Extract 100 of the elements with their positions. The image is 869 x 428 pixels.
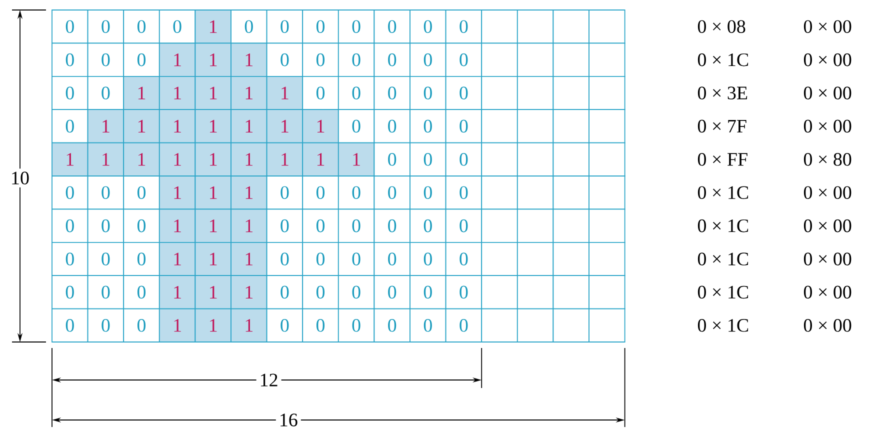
hex-code: 0 × 00 (804, 53, 852, 66)
grid-cell: 0 (338, 109, 375, 144)
grid-cell: 0 (302, 308, 339, 342)
hex-code: 0 × 00 (804, 252, 852, 266)
grid-cell: 1 (230, 242, 268, 276)
grid-cell: 1 (194, 76, 232, 110)
grid-cell: 0 (410, 275, 446, 310)
grid-cell: 1 (194, 308, 232, 342)
grid-cell: 1 (194, 176, 232, 210)
grid-cell: 0 (266, 42, 304, 77)
grid-cell: 0 (338, 208, 375, 243)
grid-cell: 0 (87, 275, 124, 310)
grid-cell: 0 (410, 176, 446, 210)
grid-cell: 1 (194, 242, 232, 276)
dimension-label: 10 (8, 168, 32, 188)
grid-cell: 0 (445, 208, 482, 243)
grid-cell: 0 (445, 10, 482, 44)
grid-cell: 1 (123, 76, 160, 110)
grid-cell: 0 (302, 76, 339, 110)
grid-cell: 0 (374, 10, 410, 44)
grid-cell: 1 (230, 109, 268, 144)
grid-cell: 0 (87, 308, 124, 342)
grid-cell: 0 (230, 10, 268, 44)
grid-cell: 0 (445, 142, 482, 176)
grid-cell: 1 (230, 176, 268, 210)
grid-cell: 0 (374, 142, 410, 176)
grid-cell: 0 (445, 242, 482, 276)
grid-cell: 0 (374, 42, 410, 77)
grid-cell: 1 (158, 242, 196, 276)
grid-cell: 0 (445, 275, 482, 310)
grid-cell: 0 (374, 242, 410, 276)
grid-cell: 0 (87, 242, 124, 276)
grid-cell: 0 (445, 42, 482, 77)
grid-cell: 0 (123, 208, 160, 243)
grid-cell: 1 (194, 142, 232, 176)
grid-cell: 0 (410, 142, 446, 176)
hex-code: 0 × 00 (804, 319, 852, 332)
hex-code: 0 × 1C (698, 219, 748, 232)
grid-cell: 1 (123, 142, 160, 176)
grid-cell: 1 (194, 109, 232, 144)
grid-cell: 0 (374, 109, 410, 144)
grid-cell: 0 (266, 10, 304, 44)
grid-cell: 0 (52, 242, 88, 276)
grid-cell: 0 (410, 42, 446, 77)
grid-cell: 1 (158, 142, 196, 176)
grid-cell: 1 (230, 308, 268, 342)
grid-cell: 1 (338, 142, 375, 176)
grid-cell: 1 (194, 275, 232, 310)
grid-cell: 0 (338, 308, 375, 342)
grid-cell: 0 (123, 10, 160, 44)
grid-cell: 1 (158, 176, 196, 210)
grid-cell: 0 (374, 308, 410, 342)
grid-cell: 1 (158, 275, 196, 310)
grid-cell: 0 (87, 208, 124, 243)
grid-cell: 0 (445, 76, 482, 110)
hex-code: 0 × 80 (804, 153, 852, 166)
grid-cell: 0 (302, 42, 339, 77)
grid-cell: 0 (158, 10, 196, 44)
grid-cell: 0 (123, 42, 160, 77)
grid-cell: 0 (123, 308, 160, 342)
grid-cell: 0 (266, 275, 304, 310)
grid-cell: 0 (87, 76, 124, 110)
grid-cell: 0 (87, 10, 124, 44)
grid-cell: 0 (302, 208, 339, 243)
grid-cell: 0 (410, 109, 446, 144)
grid-cell: 0 (410, 10, 446, 44)
grid-cell: 0 (266, 176, 304, 210)
grid-cell: 1 (87, 109, 124, 144)
hex-code: 0 × 7F (698, 120, 746, 133)
grid-cell: 0 (52, 208, 88, 243)
grid-cell: 1 (158, 308, 196, 342)
grid-cell: 0 (410, 242, 446, 276)
grid-cell: 0 (338, 275, 375, 310)
hex-code: 0 × 00 (804, 120, 852, 133)
grid-cell: 0 (338, 10, 375, 44)
grid-cell: 0 (123, 275, 160, 310)
grid-cell: 0 (87, 42, 124, 77)
dimension-label: 12 (256, 370, 282, 390)
grid-cell: 1 (158, 208, 196, 243)
grid-cell: 0 (445, 176, 482, 210)
grid-cell: 1 (52, 142, 88, 176)
grid-cell: 1 (266, 76, 304, 110)
hex-code: 0 × 00 (804, 286, 852, 299)
grid-cell: 1 (123, 109, 160, 144)
grid-cell: 1 (194, 208, 232, 243)
grid-cell: 1 (266, 142, 304, 176)
grid-cell: 1 (266, 109, 304, 144)
grid-cell: 1 (230, 275, 268, 310)
hex-code: 0 × 1C (698, 286, 748, 299)
hex-code: 0 × FF (698, 153, 748, 166)
grid-cell: 0 (52, 109, 88, 144)
grid-cell: 1 (158, 109, 196, 144)
grid-cell: 0 (123, 176, 160, 210)
grid-cell: 0 (266, 208, 304, 243)
hex-code: 0 × 00 (804, 186, 852, 199)
hex-code: 0 × 00 (804, 86, 852, 100)
hex-code: 0 × 1C (698, 186, 748, 199)
grid-cell: 0 (410, 308, 446, 342)
grid-cell: 0 (338, 42, 375, 77)
hex-code: 0 × 1C (698, 252, 748, 266)
